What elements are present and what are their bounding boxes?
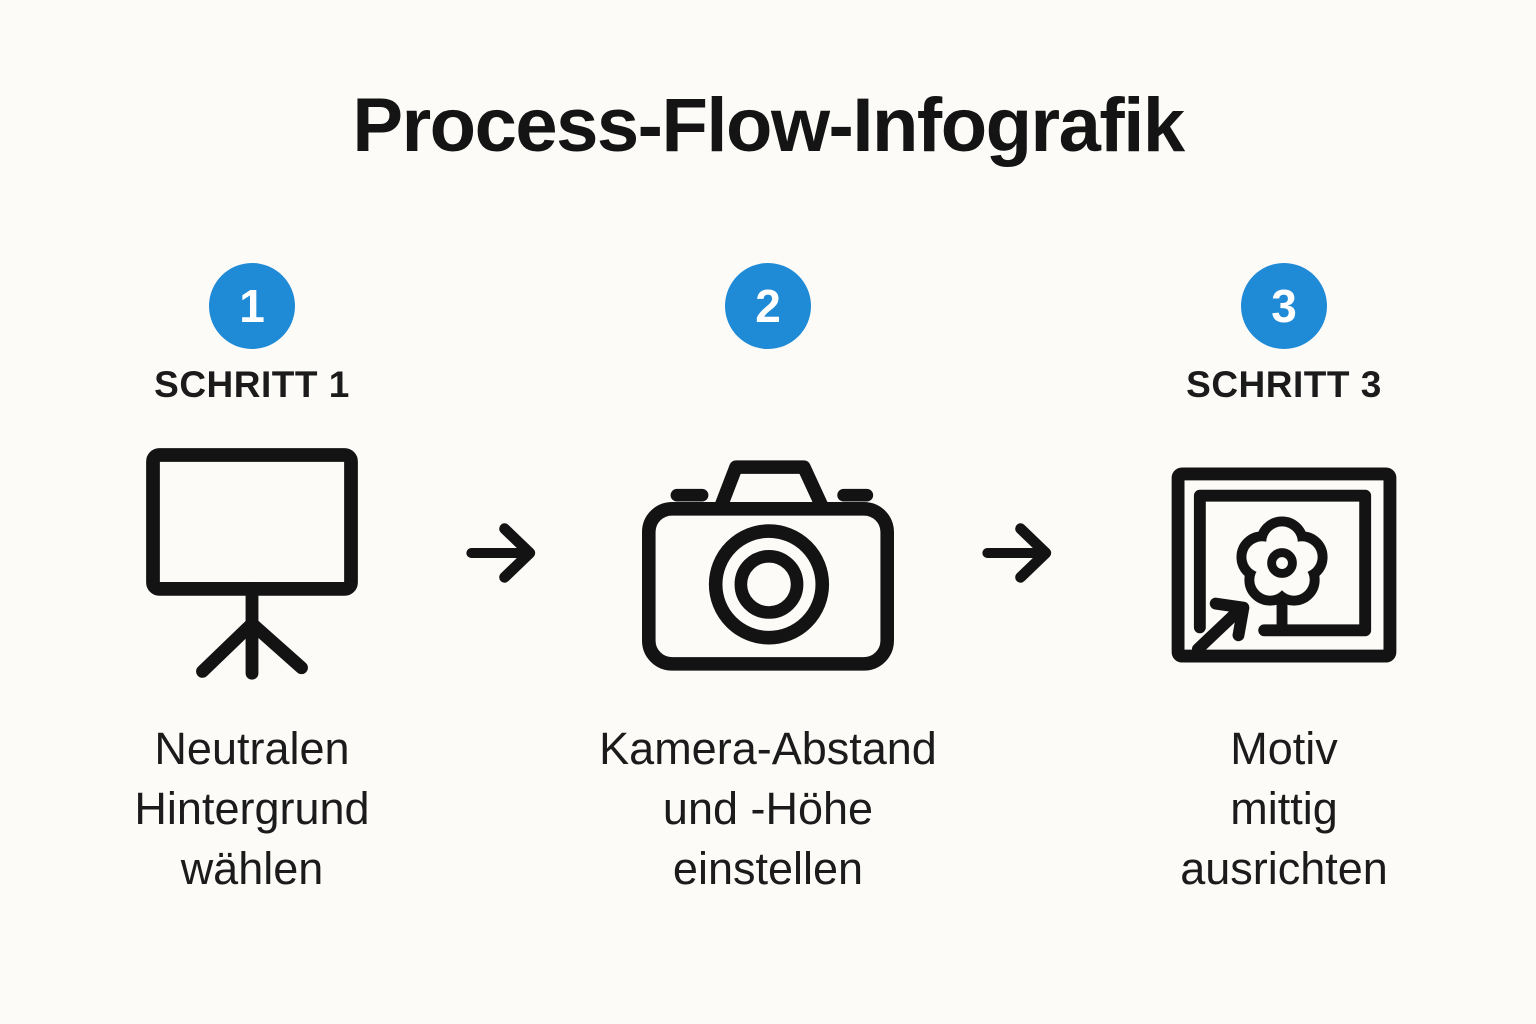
picture-frame-flower-icon: [1171, 467, 1397, 663]
caption-line: einstellen: [672, 843, 864, 894]
page-title: Process-Flow-Infografik: [352, 83, 1185, 168]
caption-line: ausrichten: [1180, 843, 1388, 894]
presentation-board-icon: [146, 447, 358, 680]
caption-line: und -Höhe: [662, 783, 874, 834]
step-number-badge: 3: [1241, 263, 1327, 349]
right-arrow-icon: [466, 523, 536, 583]
step-number-badge: 2: [725, 263, 811, 349]
step-column-2: 2 Kamera-Abstand und -Höhe einstellen: [555, 263, 981, 899]
step-caption: Motiv mittig ausrichten: [1180, 719, 1388, 899]
process-flow-row: 1 SCHRITT 1 Neutralen Hintergrund wählen: [0, 263, 1536, 899]
step-column-3: 3 SCHRITT 3: [1071, 263, 1497, 899]
step-label: SCHRITT 1: [154, 364, 350, 405]
caption-line: wählen: [180, 843, 324, 894]
step-number-badge: 1: [209, 263, 295, 349]
camera-icon: [642, 460, 894, 671]
infographic-canvas: Process-Flow-Infografik 1 SCHRITT 1 Neut…: [0, 83, 1536, 899]
step-icon-box: [642, 421, 894, 709]
connector-2: [981, 263, 1071, 591]
step-icon-box: [1170, 421, 1398, 709]
connector-1: [465, 263, 555, 591]
step-caption: Neutralen Hintergrund wählen: [134, 719, 369, 899]
step-icon-box: [142, 421, 362, 709]
caption-line: Hintergrund: [134, 783, 370, 834]
step-column-1: 1 SCHRITT 1 Neutralen Hintergrund wählen: [39, 263, 465, 899]
caption-line: mittig: [1230, 783, 1338, 834]
right-arrow-icon: [982, 523, 1052, 583]
caption-line: Kamera-Abstand: [599, 723, 937, 774]
step-caption: Kamera-Abstand und -Höhe einstellen: [599, 719, 937, 899]
step-label: SCHRITT 3: [1186, 364, 1382, 405]
caption-line: Motiv: [1230, 723, 1338, 774]
caption-line: Neutralen: [154, 723, 350, 774]
